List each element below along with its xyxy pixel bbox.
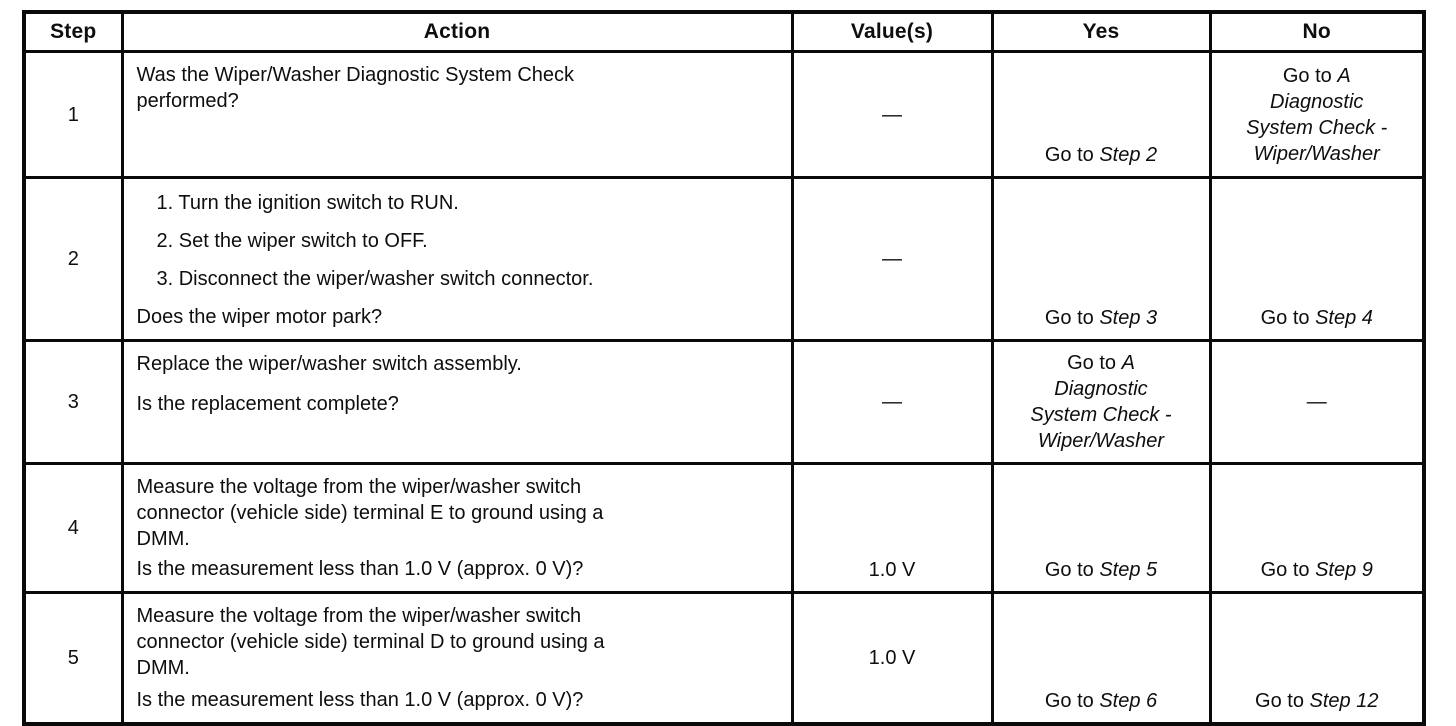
action-list: 1. Turn the ignition switch to RUN. 2. S… — [137, 188, 779, 304]
no-goto: Go to Step 9 — [1260, 559, 1373, 581]
action-cell: Replace the wiper/washer switch assembly… — [120, 339, 794, 465]
step-number: 1 — [67, 103, 79, 126]
action-cell: Measure the voltage from the wiper/washe… — [120, 462, 794, 594]
yes-cell: Go to Step 5 — [990, 462, 1212, 594]
action-list-item: 1. Turn the ignition switch to RUN. — [156, 192, 459, 214]
yes-goto: Go to Step 2 — [1044, 144, 1158, 166]
no-goto: Go to A Diagnostic System Check - Wiper/… — [1246, 64, 1388, 165]
table-row-step-3: 3 Replace the wiper/washer switch assemb… — [22, 339, 1426, 465]
step-number: 2 — [67, 248, 79, 270]
value-text: — — [882, 103, 902, 126]
action-text: Measure the voltage from the wiper/washe… — [136, 476, 604, 550]
no-cell: — — [1208, 339, 1426, 465]
step-number: 3 — [67, 391, 79, 413]
header-action: Action — [120, 10, 794, 53]
no-goto: Go to Step 4 — [1260, 307, 1373, 329]
value-cell: — — [790, 176, 994, 342]
header-row: Step Action Value(s) Yes No — [22, 10, 1426, 53]
value-text: 1.0 V — [868, 647, 916, 669]
value-text: — — [882, 391, 902, 413]
table-row-step-5: 5 Measure the voltage from the wiper/was… — [22, 591, 1426, 726]
action-text: Replace the wiper/washer switch assembly… — [136, 353, 522, 375]
action-list-item: 2. Set the wiper switch to OFF. — [156, 230, 428, 252]
action-question: Is the measurement less than 1.0 V (appr… — [136, 558, 584, 580]
step-number: 5 — [67, 647, 79, 669]
yes-cell: Go to Step 3 — [990, 176, 1212, 342]
action-list-item: 3. Disconnect the wiper/washer switch co… — [156, 268, 594, 290]
action-cell: 1. Turn the ignition switch to RUN. 2. S… — [120, 176, 794, 342]
yes-goto: Go to Step 3 — [1044, 307, 1158, 329]
yes-goto: Go to Step 6 — [1044, 690, 1158, 712]
table-row-step-4: 4 Measure the voltage from the wiper/was… — [22, 462, 1426, 594]
no-goto: Go to Step 12 — [1255, 690, 1379, 712]
action-text: Measure the voltage from the wiper/washe… — [136, 605, 605, 679]
table-row-step-2: 2 1. Turn the ignition switch to RUN. 2.… — [22, 176, 1426, 342]
yes-goto: Go to A Diagnostic System Check - Wiper/… — [1030, 352, 1172, 452]
step-cell: 2 — [22, 176, 124, 342]
value-text: 1.0 V — [868, 559, 916, 581]
no-text: — — [1306, 391, 1327, 413]
step-cell: 5 — [22, 591, 124, 726]
action-question: Is the measurement less than 1.0 V (appr… — [136, 689, 584, 711]
table-row-step-1: 1 Was the Wiper/Washer Diagnostic System… — [22, 50, 1426, 179]
diagnostic-table: Step Action Value(s) Yes No 1 Was the Wi… — [22, 10, 1426, 726]
step-cell: 4 — [22, 462, 124, 594]
value-text: — — [882, 248, 902, 270]
action-question: Is the replacement complete? — [136, 393, 399, 415]
value-cell: — — [790, 339, 994, 465]
step-cell: 1 — [22, 50, 124, 179]
no-cell: Go to Step 12 — [1208, 591, 1426, 726]
header-values: Value(s) — [790, 10, 994, 53]
yes-cell: Go to Step 6 — [990, 591, 1212, 726]
yes-cell: Go to A Diagnostic System Check - Wiper/… — [990, 339, 1212, 465]
step-cell: 3 — [22, 339, 124, 465]
no-cell: Go to A Diagnostic System Check - Wiper/… — [1208, 50, 1426, 179]
yes-goto: Go to Step 5 — [1044, 559, 1158, 581]
value-cell: 1.0 V — [790, 591, 994, 726]
action-question: Does the wiper motor park? — [136, 306, 383, 328]
step-number: 4 — [67, 517, 79, 539]
no-cell: Go to Step 4 — [1208, 176, 1426, 342]
header-step: Step — [22, 10, 124, 53]
value-cell: 1.0 V — [790, 462, 994, 594]
action-cell: Was the Wiper/Washer Diagnostic System C… — [120, 50, 794, 179]
header-no: No — [1208, 10, 1426, 53]
no-cell: Go to Step 9 — [1208, 462, 1426, 594]
action-text: Was the Wiper/Washer Diagnostic System C… — [136, 64, 575, 112]
value-cell: — — [790, 50, 994, 179]
yes-cell: Go to Step 2 — [990, 50, 1212, 179]
action-cell: Measure the voltage from the wiper/washe… — [120, 591, 794, 726]
header-yes: Yes — [990, 10, 1212, 53]
